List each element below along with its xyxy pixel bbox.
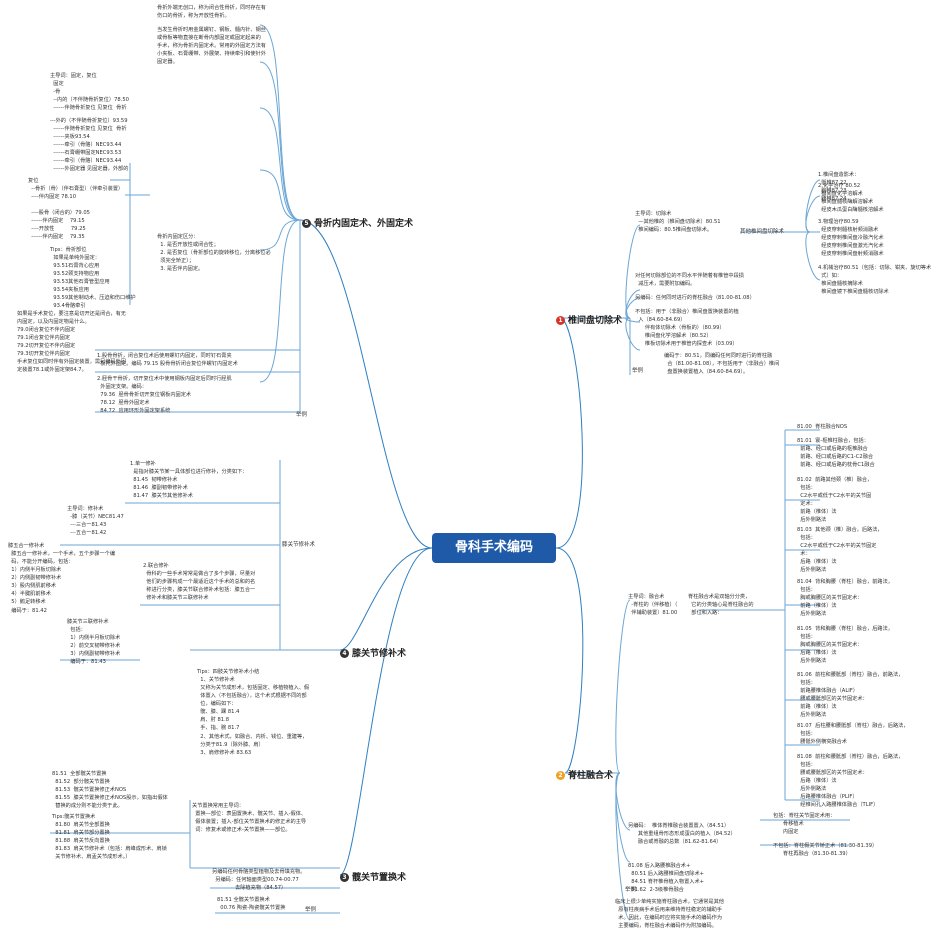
branch-title: 椎间盘切除术 — [568, 316, 623, 326]
note-fusion-81-02: 81.02 前路其他颈（椎）融合， 包括： C2水平或低于C2水平的关节固 定术… — [797, 477, 873, 524]
label-other-disc: 其他椎间盘切除术 — [740, 229, 785, 235]
note-fracture-tips: Tips：骨折部位 如果是单纯外固定： 93.51石膏背心应用 93.52颈支持… — [50, 247, 136, 310]
note-fracture-open-closed: 骨折外端无创口，称为闭合性骨折，同时存在有 伤口的骨折，称为开放性骨折。 — [157, 5, 266, 20]
note-disc-decompression: 对任何切除部位的不同水平伴随着有椎管中段损 减压术，需要附加编码。 — [635, 273, 744, 288]
note-disc-physical: 3.物理治疗80.59 经皮穿刺髓核射频消融术 经皮穿刺椎间盘冷融汽化术 经皮穿… — [818, 219, 884, 258]
note-fracture-surgical-reduction: 如果是手术复位，要注意是切开还是闭合，有无 内固定，以及内固定物是什么。 79.… — [17, 311, 126, 374]
note-hip-main-term: 关节置换常用主导词： 置换—部位：表固置换术、髋关节、插入-假体、 假体装置；插… — [192, 803, 307, 834]
note-hip-codes: 81.51 全部髋关节置换 81.52 部分髋关节置换 81.53 髋关节置换修… — [52, 771, 168, 810]
note-disc-chemical: 2.化学治疗 80.52 椎间盘化学溶解术 椎间盘髓核酶解溶解术 经皮木瓜蛋白酶… — [818, 183, 884, 214]
label-disc-example: 举例 — [632, 368, 644, 374]
note-fusion-81-08: 81.08 前柱和腰骶部（脊柱）融合，后路法， 包括： 腰或腰骶部区的关节固定术… — [797, 754, 904, 809]
note-fusion-includes: 包括：脊柱关节固定术用： 骨移植术 内固定 — [773, 813, 836, 836]
note-fusion-81-07: 81.07 后柱腰和腰骶部（脊柱）融合，后路法， 包括： 腰骶外侧横突融合术 — [797, 723, 909, 746]
note-fusion-81-04: 81.04 背和胸腰（脊柱）融合，前路法， 包括： 胸或胸腰区的关节固定术： 前… — [797, 579, 893, 618]
priority-4-icon: 4 — [340, 649, 349, 658]
priority-5-icon: 5 — [302, 219, 311, 228]
note-fracture-code-internal: 主导词：固定，复位 固定 -骨 --内的（不伴随骨折复位）78.50 -----… — [50, 73, 129, 112]
note-disc-discography: 1.椎间盘造影术： 骶椎87.22 胸椎87.23 腰椎87.24 — [818, 172, 860, 203]
note-fusion-excludes: 不包括：脊柱假关节矫正术（81.30-81.39） 脊柱再融合（81.30-81… — [773, 843, 878, 858]
priority-3-icon: 3 — [340, 873, 349, 882]
note-hip-example: 81.51 全髋关节置换术 00.76 陶瓷-陶瓷髋关节置换 — [217, 897, 286, 912]
note-fracture-reduction: 复位 --骨折（骨）（伴石膏型）（伴牵引装置） ----伴内固定 78.10 -… — [28, 178, 124, 241]
note-fusion-81-06: 81.06 前柱和腰骶部（脊柱）融合，前路法， 包括： 前路腰椎体融合（ALIF… — [797, 672, 904, 719]
note-fracture-definition: 当发生骨折时用金属螺钉、钢板、髓内针、钢丝 或骨板等物直接在断骨内部固定或固定起… — [157, 27, 266, 66]
note-knee-single-repair: 1.单一修补 是指对膝关节某一具体部位进行修补，分类如下： 81.45 韧带修补… — [130, 461, 248, 500]
label-fusion-example: 举例 — [625, 887, 637, 893]
priority-1-icon: 1 — [556, 316, 565, 325]
note-knee-five-in-one: 膝五合一修补术 膝五合一修补术，一个手术，五个步骤一个编 码，不能分开编码，包括… — [8, 543, 116, 614]
label-knee-repair: 膝关节修补术 — [282, 542, 316, 548]
note-fracture-code-external: ---外的（不伴随骨折复位）93.59 ------伴随骨折复位 见复位 骨折 … — [50, 118, 129, 173]
note-knee-combined-repair: 2.联合修补 骨科的一些手术常常是做合了多个步骤，尽量对 他们的步骤构成一个最适… — [143, 563, 256, 602]
note-fusion-81-00: 81.00 脊柱融合NOS — [797, 424, 848, 430]
note-fusion-code-also: 另编码： 椎体脊椎融合装置置入（84.51） 其他重组骨形态形成蛋白的植入（84… — [628, 823, 736, 846]
note-knee-tips: Tips：四肢关节修补术小结 1、关节修补术 又称为关节成形术，包括固定、移植物… — [197, 669, 310, 756]
note-fusion-example: 81.08 后入路腰椎融合术+ 80.51 后入路腰椎间盘切除术+ 84.51 … — [628, 863, 705, 894]
branch-title: 髋关节置换术 — [352, 873, 407, 883]
note-fusion-81-03: 81.03 其他颈（椎）融合，后路法， 包括： C2水平或低于C2水平的关节固定… — [797, 527, 883, 574]
branch-title: 膝关节修补术 — [352, 649, 407, 659]
note-disc-excludes: 不包括：用于（非融合）椎间盘置换装置的植 入（84.60-84.69） 伴有体切… — [635, 309, 739, 348]
note-disc-example: 编码于：80.51，同编码任何同时进行的脊柱融 合（81.00-81.08），不… — [664, 353, 780, 376]
branch-title: 骨折内固定术、外固定术 — [314, 219, 414, 229]
note-knee-code: 主导词：修补术 -膝（关节）NEC81.47 ---三合一81.43 ---五合… — [67, 506, 124, 537]
note-fusion-definition: 脊柱融合术是双轴分分类， 它的分类轴心是脊柱融合的 部位和入路： — [688, 594, 754, 617]
note-fusion-81-01: 81.01 寰-枢椎柱融合，包括： 前路、经口或后路的枢椎融合 前路、经口或后路… — [797, 438, 875, 469]
note-fusion-81-05: 81.05 背和胸腰（脊柱）融合，后路法， 包括： 胸或胸腰区的关节固定术： 后… — [797, 626, 893, 665]
label-hip-example: 举例 — [305, 907, 317, 913]
note-disc-main-term: 主导词：切除术 —其他椎的（椎间盘切除术）80.51 椎间编码：80.5椎间盘切… — [635, 211, 721, 234]
note-fracture-example-1: 1.股骨骨折，闭合复位术后使用螺钉内固定，同时钉石膏夹 板托外固定。编码 79.… — [97, 353, 238, 368]
note-knee-triad: 膝关节三联修补术 包括： 1）内侧半月板切除术 2）前交叉韧带修补术 3）内侧副… — [67, 619, 121, 666]
note-fracture-distinction: 骨折内固定区分： 1. 是否开放性或闭合性； 2. 是否复位（骨折部位的旋转移位… — [157, 234, 271, 273]
note-hip-tips: Tips:髋关节置换术 81.80 肩关节全部置换 81.81 肩关节部分置换 … — [52, 814, 167, 861]
label-fracture-example: 举例 — [296, 412, 308, 418]
note-disc-code-also: 另编码：任何同时进行的脊柱融合（81.00-81.08） — [635, 295, 755, 301]
central-topic[interactable]: 骨科手术编码 — [432, 533, 556, 563]
note-hip-bone-graft: 另编码任何骨骼类型植物及去骨填充物。 另编码：任何轴面类型00.74-00.77… — [212, 869, 306, 892]
note-fracture-example-2: 2.胫骨干骨折，切开复位术中使用钢板内固定后同时行胫肌 外固定支架。编码： 79… — [97, 376, 232, 415]
note-fusion-clinical: 临床上很少单纯实施脊柱融合术，它通常是其他 原有柱疾病手术后用来维持脊柱稳定的辅… — [615, 899, 724, 930]
note-disc-mechanical: 4.机械治疗80.51（包括：切除、钳夹、旋切等术 式）如： 椎间盘髓核摘除术 … — [818, 265, 932, 296]
priority-2-icon: 2 — [556, 771, 565, 780]
branch-title: 脊柱融合术 — [568, 771, 614, 781]
note-fusion-main-term: 主导词：融合术 -脊柱的（伴移植）（ 伴辅助装置）81.00 — [628, 594, 678, 617]
